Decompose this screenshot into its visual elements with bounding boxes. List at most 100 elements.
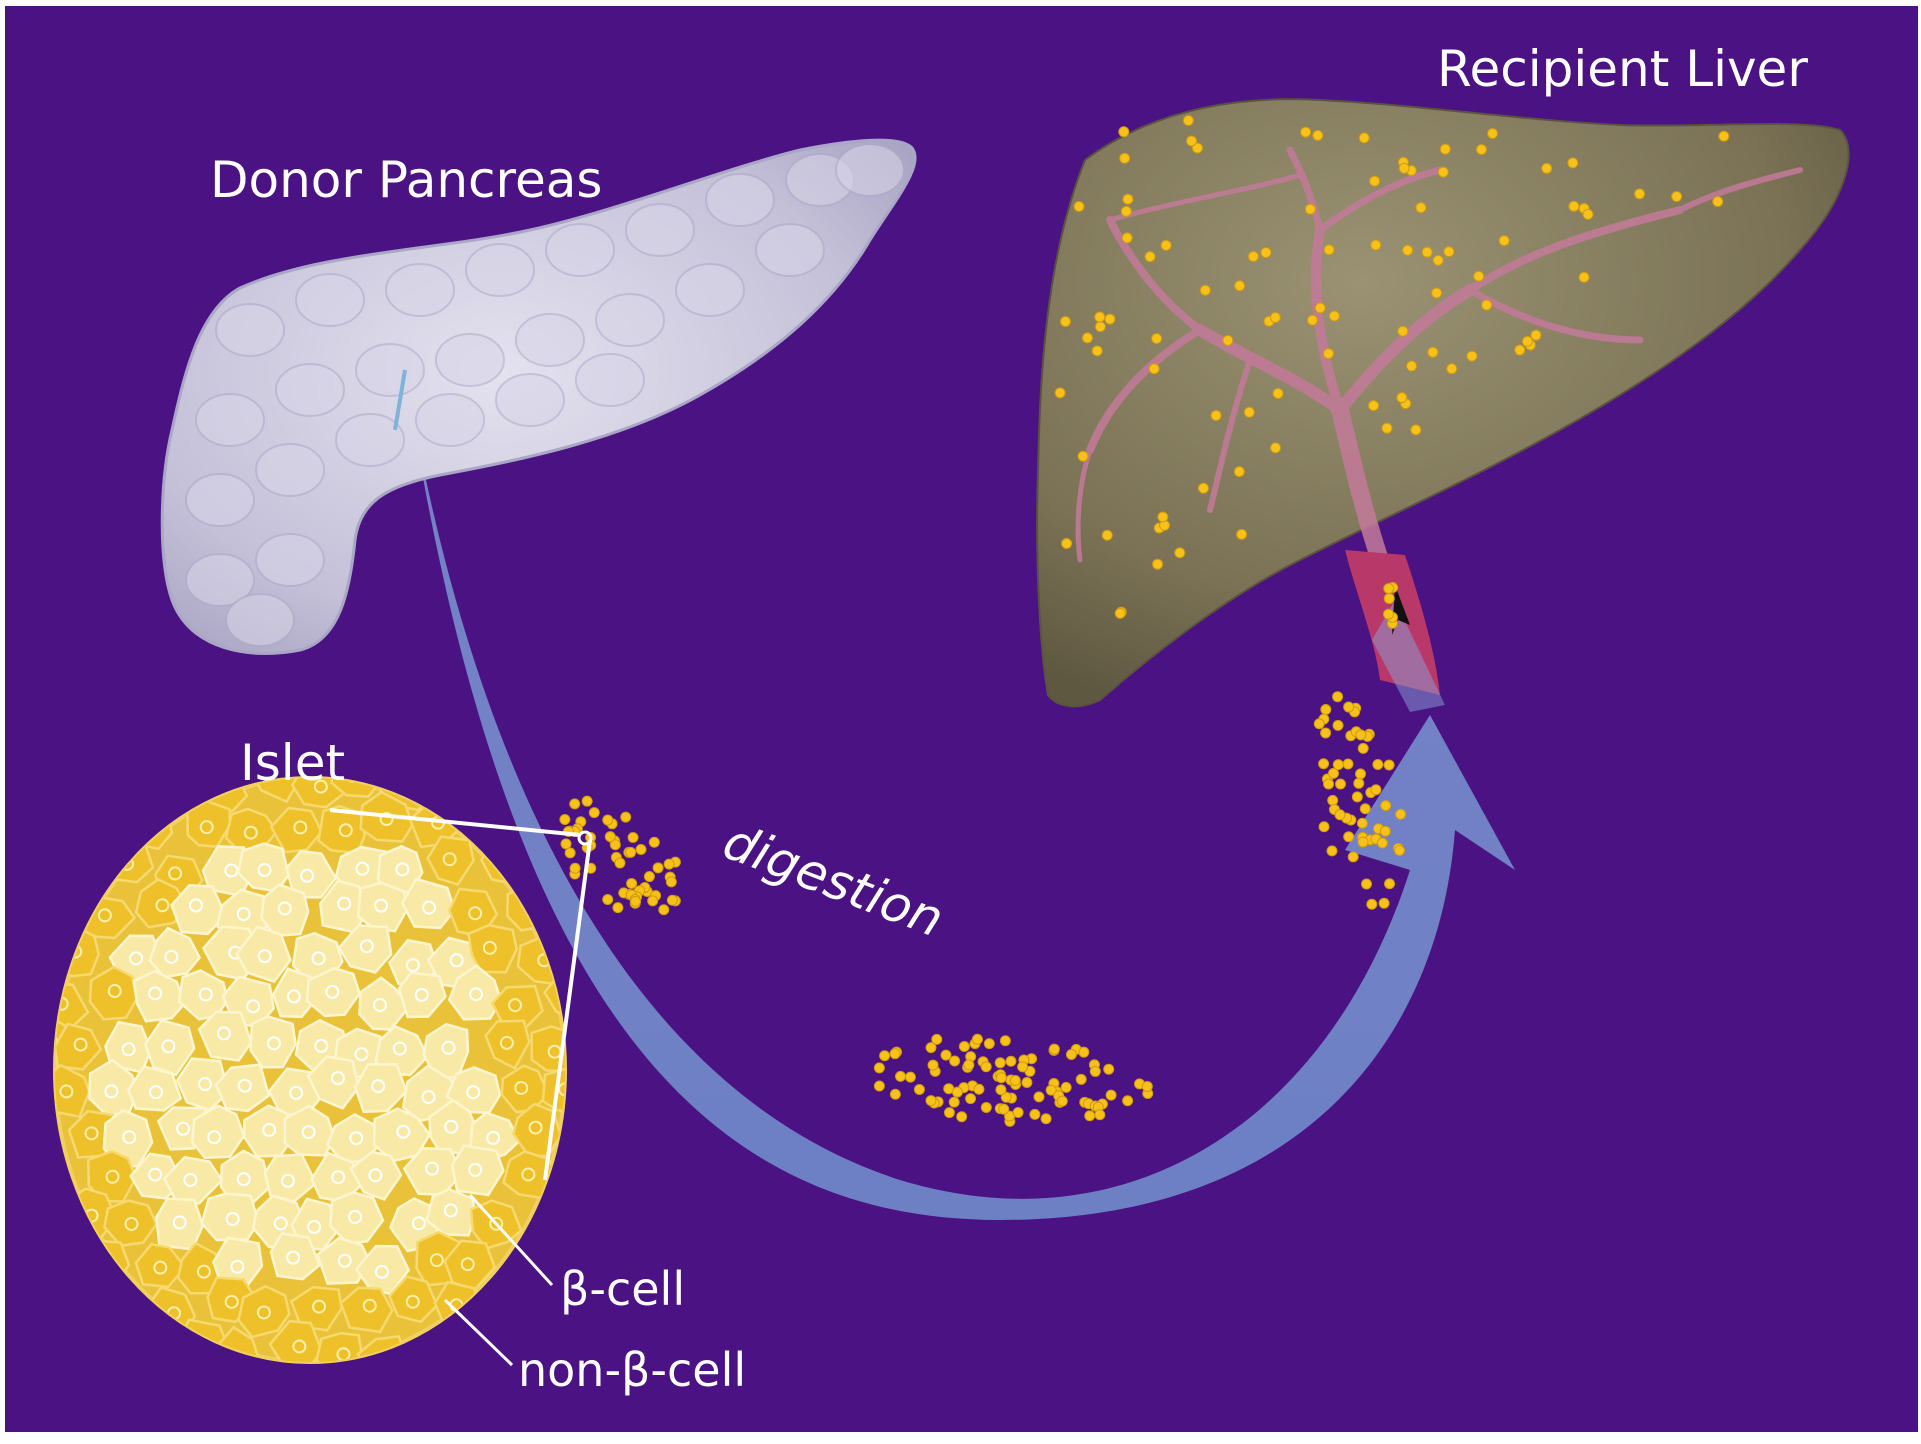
islet-dot xyxy=(1082,333,1092,343)
islet-dot xyxy=(1237,529,1247,539)
islet-dot xyxy=(928,1060,938,1070)
pancreas-lobule xyxy=(356,344,424,396)
islet-dot xyxy=(1223,335,1233,345)
islet-dot xyxy=(1307,315,1317,325)
islet-dot xyxy=(1152,334,1162,344)
pancreas-lobule xyxy=(296,274,364,326)
islet-dot xyxy=(636,844,646,854)
islet-dot xyxy=(1542,163,1552,173)
islet-dot xyxy=(621,812,631,822)
islet-dot xyxy=(1357,818,1367,828)
islet-dot xyxy=(1095,322,1105,332)
islet-dot xyxy=(1270,312,1280,322)
islet-dot xyxy=(648,896,658,906)
pancreas-lobule xyxy=(336,414,404,466)
islet-dot xyxy=(1397,393,1407,403)
islet-dot xyxy=(1145,252,1155,262)
islet-dot xyxy=(1358,837,1368,847)
islet-dot xyxy=(1333,720,1343,730)
islet-dot xyxy=(896,1071,906,1081)
islet-dot xyxy=(1369,401,1379,411)
islet-dot xyxy=(1104,1064,1114,1074)
islet-dot xyxy=(1432,288,1442,298)
islet-dot xyxy=(1433,255,1443,265)
beta-cell xyxy=(202,1194,259,1240)
islet-dot xyxy=(944,1108,954,1118)
islet-dot xyxy=(1356,769,1366,779)
islet-dot xyxy=(1488,128,1498,138)
islet-dot xyxy=(1018,1062,1028,1072)
islet-dot xyxy=(1079,1047,1089,1057)
islet-dot xyxy=(1447,364,1457,374)
islet-dot xyxy=(1384,594,1394,604)
islet-dot xyxy=(959,1041,969,1051)
islet-dot xyxy=(613,903,623,913)
islet-dot xyxy=(1333,760,1343,770)
islet-dot xyxy=(1085,1111,1095,1121)
islet-dot xyxy=(964,1060,974,1070)
islet-dot xyxy=(1034,1092,1044,1102)
islet-dot xyxy=(1183,116,1193,126)
islet-dot xyxy=(1356,730,1366,740)
islet-dot xyxy=(1383,609,1393,619)
islet-dot xyxy=(582,796,592,806)
islet-dot xyxy=(905,1072,915,1082)
islet-dot xyxy=(1211,411,1221,421)
islet-dot xyxy=(1348,852,1358,862)
islet-dot xyxy=(1531,330,1541,340)
islet-dot xyxy=(1336,779,1346,789)
islet-dot xyxy=(1102,530,1112,540)
islet-dot xyxy=(1061,1082,1071,1092)
islet-dot xyxy=(1010,1076,1020,1086)
islet-dot xyxy=(1482,300,1492,310)
islet-dot xyxy=(1568,158,1578,168)
islet-dot xyxy=(1158,512,1168,522)
islet-dot xyxy=(1244,407,1254,417)
islet-dot xyxy=(999,1104,1009,1114)
islet-dot xyxy=(1359,133,1369,143)
islet-dot xyxy=(1358,743,1368,753)
recipient-liver-label: Recipient Liver xyxy=(1437,40,1808,98)
islet-dot xyxy=(1123,194,1133,204)
islet-dot xyxy=(1062,539,1072,549)
islet-dot xyxy=(1403,245,1413,255)
islet-dot xyxy=(1161,240,1171,250)
islet-dot xyxy=(1271,443,1281,453)
islet-dot xyxy=(1123,1096,1133,1106)
islet-dot xyxy=(1120,153,1130,163)
non-beta-cell-label: non-β-cell xyxy=(518,1343,746,1397)
islet-dot xyxy=(1041,1114,1051,1124)
islet-dot xyxy=(1422,247,1432,257)
islet-dot xyxy=(890,1089,900,1099)
beta-cell-label: β-cell xyxy=(560,1262,685,1316)
islet-dot xyxy=(1261,248,1271,258)
pancreas-lobule xyxy=(626,204,694,256)
islet-dot xyxy=(1672,192,1682,202)
islet-dot xyxy=(644,872,654,882)
islet-dot xyxy=(1569,201,1579,211)
beta-cell xyxy=(156,1199,203,1250)
islet-dot xyxy=(1074,201,1084,211)
pancreas-lobule xyxy=(706,174,774,226)
islet-dot xyxy=(1367,899,1377,909)
islet-dot xyxy=(1013,1108,1023,1118)
islet-dot xyxy=(1583,209,1593,219)
islet-dot xyxy=(1076,1074,1086,1084)
islet-dot xyxy=(1000,1036,1010,1046)
islet-dot xyxy=(1474,271,1484,281)
islet-dot xyxy=(1324,779,1334,789)
islet-dot xyxy=(1115,608,1125,618)
islet-dot xyxy=(1095,312,1105,322)
islet-dot xyxy=(957,1112,967,1122)
islet-dot xyxy=(1022,1077,1032,1087)
islet-dot xyxy=(1398,326,1408,336)
islet-dot xyxy=(1411,425,1421,435)
islet-dot xyxy=(1321,728,1331,738)
pancreas-lobule xyxy=(416,394,484,446)
islet-dot xyxy=(603,894,613,904)
donor-pancreas-label: Donor Pancreas xyxy=(210,151,602,209)
pancreas-lobule xyxy=(496,374,564,426)
islet-dot xyxy=(1384,584,1394,594)
islet-dot xyxy=(1235,281,1245,291)
